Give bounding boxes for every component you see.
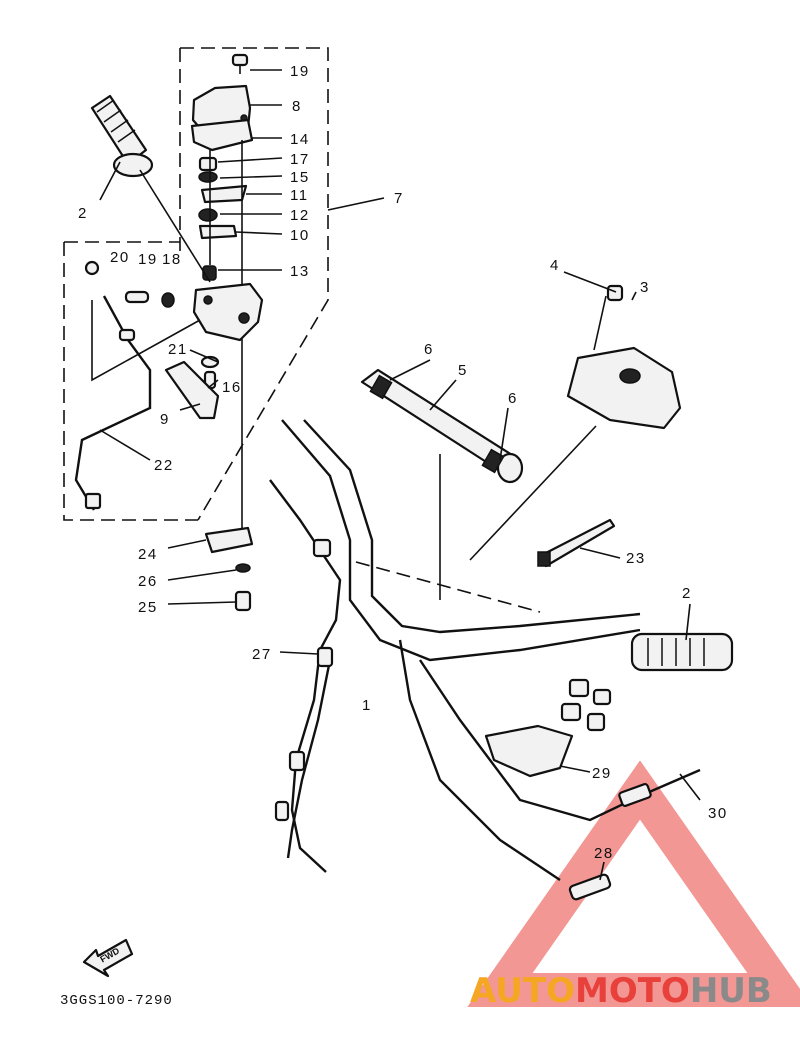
part-19-screw (231, 53, 249, 74)
part-27-throttle-cable (269, 479, 342, 873)
callout-30: 30 (708, 805, 728, 822)
callout-1: 1 (362, 697, 372, 714)
part-12-washer (198, 208, 218, 222)
part-2-right-grip (630, 632, 734, 672)
callout-21: 21 (168, 341, 188, 358)
part-22-cable (74, 295, 152, 511)
callout-7: 7 (394, 190, 404, 207)
callout-11: 11 (290, 187, 309, 204)
part-28-cable-end (568, 873, 612, 901)
part-17-nut (198, 156, 218, 172)
callout-10: 10 (290, 227, 310, 244)
callout-23: 23 (626, 550, 646, 567)
leader-lines (99, 69, 701, 881)
watermark-text: AUTOMOTOHUB (470, 971, 772, 1011)
callout-4: 4 (550, 257, 560, 274)
throttle-housing (192, 282, 264, 342)
callout-19b: 19 (138, 251, 158, 268)
callout-12: 12 (290, 207, 310, 224)
callout-3: 3 (640, 279, 650, 296)
callout-15: 15 (290, 169, 310, 186)
callout-29: 29 (592, 765, 612, 782)
part-3-switch (566, 346, 682, 430)
fwd-arrow-icon: FWD (82, 938, 134, 978)
part-19-bolt (124, 290, 150, 304)
callout-19: 19 (290, 63, 310, 80)
callout-17: 17 (290, 151, 310, 168)
callout-6-right: 6 (508, 390, 518, 407)
part-9-lever (164, 360, 220, 420)
part-5-pad (360, 368, 524, 484)
part-18-washer (161, 292, 175, 308)
callout-16: 16 (222, 379, 242, 396)
callout-25: 25 (138, 599, 158, 616)
part-14-gasket (190, 118, 254, 152)
part-2-left-grip (90, 94, 154, 178)
watermark-text-hub: HUB (690, 971, 772, 1011)
part-4-bolt (606, 284, 624, 302)
callout-26: 26 (138, 573, 158, 590)
adjuster-parts (560, 678, 612, 732)
part-29-switch (484, 724, 574, 778)
part-20-screw (84, 260, 100, 276)
callout-20: 20 (110, 249, 130, 266)
callout-9: 9 (160, 411, 170, 428)
part-6-strap-left (369, 374, 393, 400)
part-24-clamp (204, 526, 254, 554)
callout-2-right: 2 (682, 585, 692, 602)
callout-8: 8 (292, 98, 302, 115)
callout-13: 13 (290, 263, 310, 280)
part-6-strap-right (481, 448, 505, 474)
part-25-bolt (234, 590, 252, 612)
callout-18: 18 (162, 251, 182, 268)
callout-22: 22 (154, 457, 174, 474)
part-30-cable (398, 639, 701, 881)
part-23-cable-tie (537, 518, 616, 568)
callout-5: 5 (458, 362, 468, 379)
part-26-washer (235, 563, 251, 573)
watermark-text-auto: AUTO (470, 971, 575, 1011)
part-11-lever (200, 184, 248, 204)
callout-28: 28 (594, 845, 614, 862)
part-15-washer (198, 171, 218, 183)
callout-6-left: 6 (424, 341, 434, 358)
watermark-logo (467, 760, 800, 1007)
callout-14: 14 (290, 131, 310, 148)
throttle-assembly-box (63, 47, 329, 521)
watermark-text-moto: MOTO (575, 971, 690, 1011)
callout-2-left: 2 (78, 205, 88, 222)
diagram-code: 3GGS100-7290 (60, 993, 173, 1009)
part-1-handlebar (281, 419, 641, 662)
callout-27: 27 (252, 646, 272, 663)
part-10-pin (198, 224, 238, 240)
callout-24: 24 (138, 546, 158, 563)
